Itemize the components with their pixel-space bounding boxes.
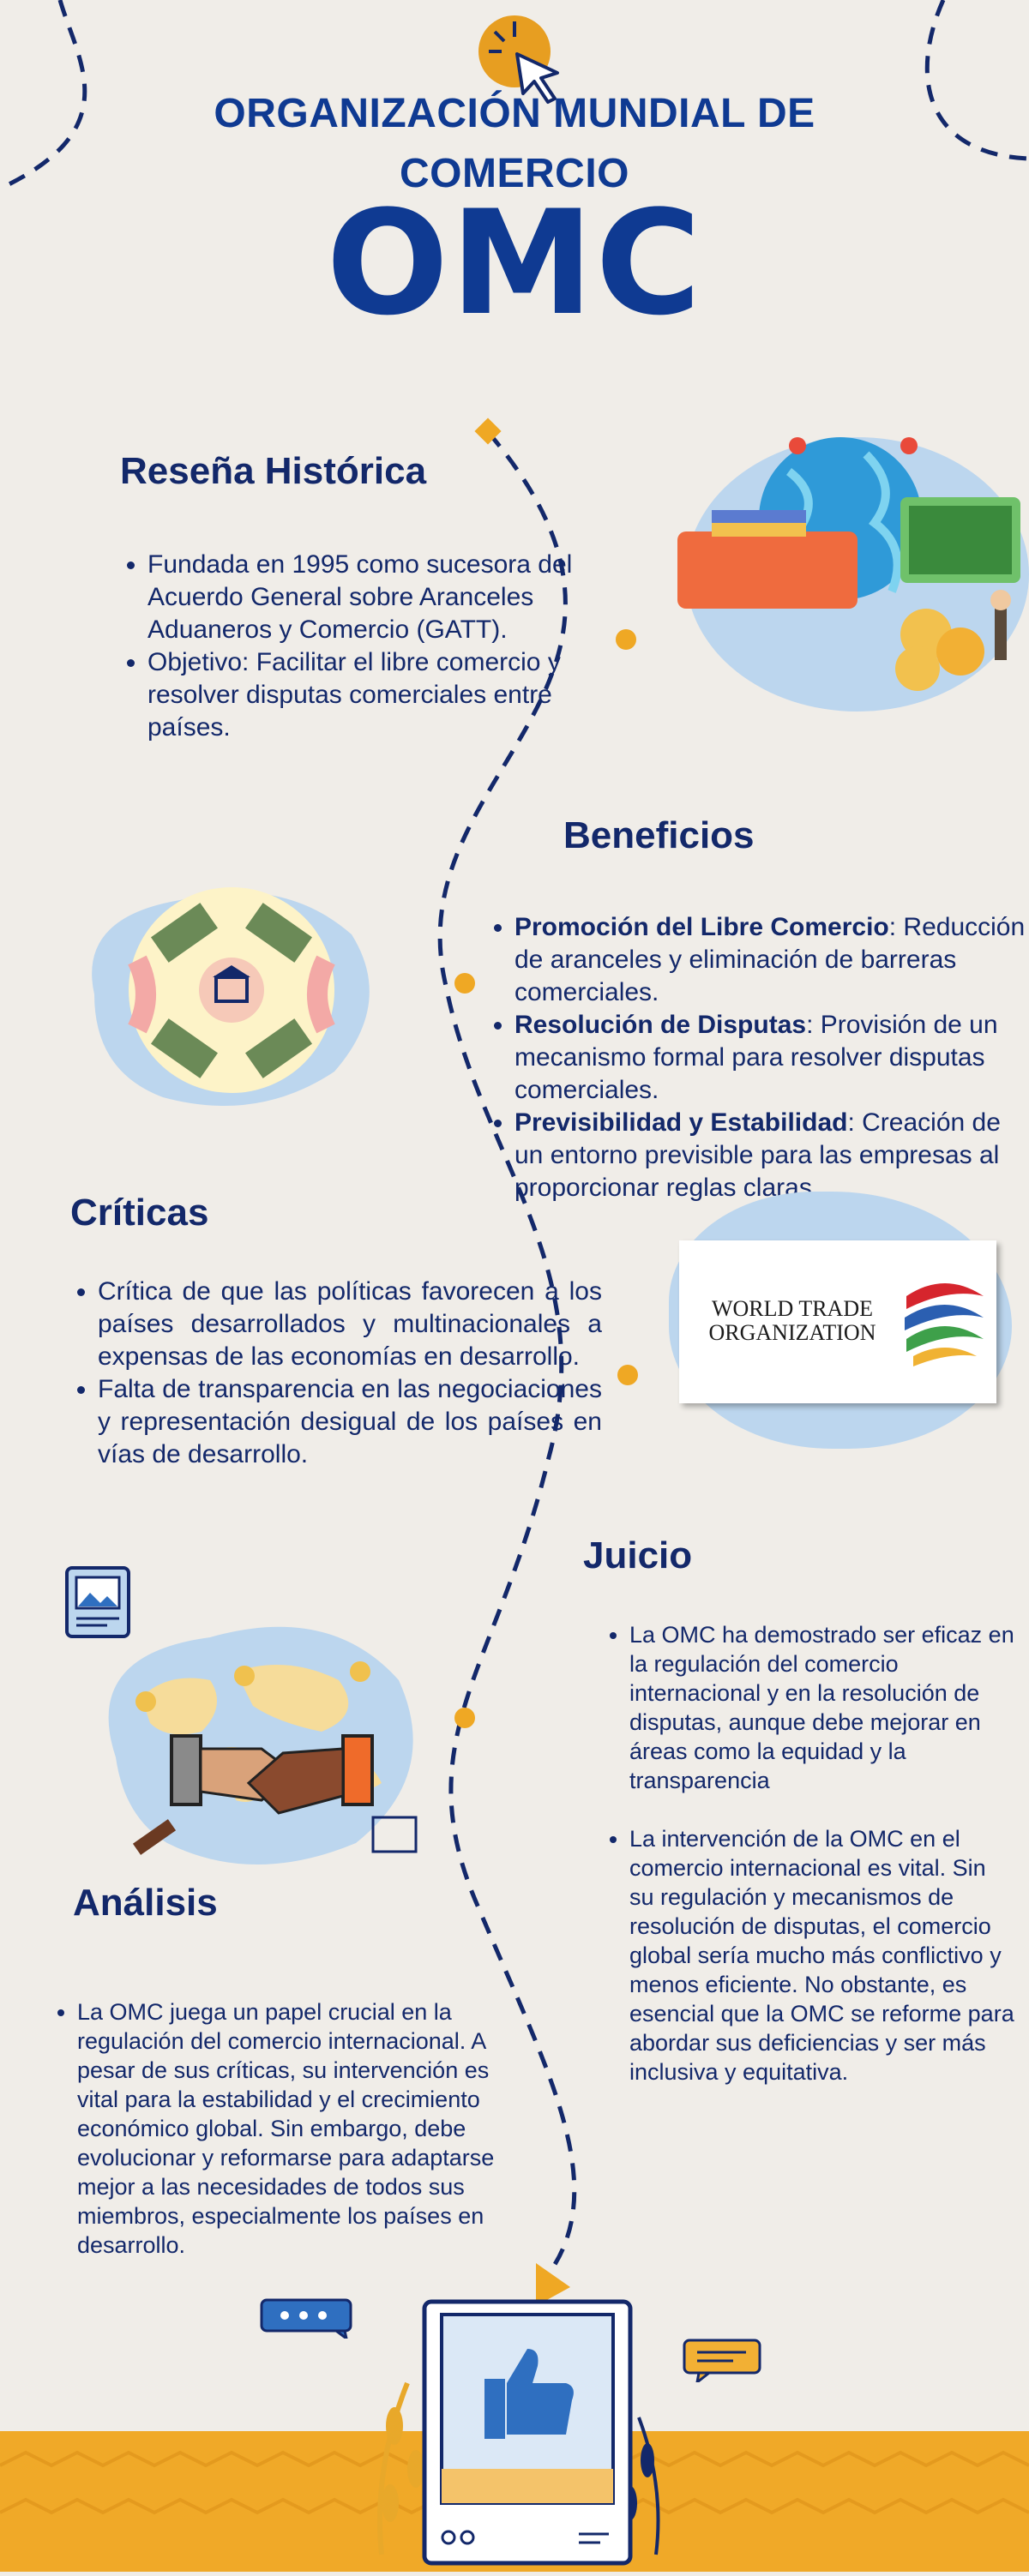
- section-heading-analisis: Análisis: [73, 1882, 218, 1924]
- resena-list: Fundada en 1995 como sucesora del Acuerd…: [120, 549, 593, 744]
- globe-trade-illustration: [660, 420, 1029, 729]
- section-heading-juicio: Juicio: [583, 1534, 693, 1576]
- photo-card-icon: [64, 1565, 131, 1641]
- beneficios-list: Promoción del Libre Comercio: Reducción …: [487, 911, 1029, 1204]
- timeline-dot: [454, 1708, 475, 1728]
- wto-logo-line1: WORLD TRADE: [711, 1296, 873, 1321]
- page-title: OMC: [326, 179, 703, 347]
- list-item: Resolución de Disputas: Provisión de un …: [514, 1009, 1029, 1107]
- chat-bubble-icon: [259, 2297, 353, 2342]
- juicio-list: La OMC ha demostrado ser eficaz en la re…: [602, 1620, 1015, 2087]
- top-left-dashed-curve: [0, 0, 87, 191]
- list-item: Objetivo: Facilitar el libre comercio y …: [147, 646, 593, 744]
- list-item: La intervención de la OMC en el comercio…: [629, 1824, 1015, 2087]
- list-item: La OMC juega un papel crucial en la regu…: [77, 1997, 523, 2260]
- list-item: Falta de transparencia en las negociacio…: [98, 1373, 602, 1471]
- list-item: Fundada en 1995 como sucesora del Acuerd…: [147, 549, 593, 646]
- chat-bubble-icon: [682, 2338, 763, 2386]
- list-item: Crítica de que las políticas favorecen a…: [98, 1276, 602, 1373]
- analisis-list: La OMC juega un papel crucial en la regu…: [50, 1997, 523, 2260]
- money-hands-illustration: [60, 866, 386, 1123]
- wto-logo-line2: ORGANIZATION: [708, 1320, 876, 1345]
- list-item-title: Previsibilidad y Estabilidad: [514, 1108, 848, 1137]
- handshake-map-illustration: [64, 1586, 450, 1886]
- top-right-dashed-curve: [924, 0, 1029, 161]
- section-heading-resena: Reseña Histórica: [120, 450, 427, 492]
- list-item: La OMC ha demostrado ser eficaz en la re…: [629, 1620, 1015, 1795]
- section-heading-criticas: Críticas: [70, 1192, 209, 1234]
- list-item: Previsibilidad y Estabilidad: Creación d…: [514, 1107, 1029, 1204]
- criticas-list: Crítica de que las políticas favorecen a…: [70, 1276, 602, 1471]
- wto-logo-mark: [905, 1283, 984, 1366]
- cursor-click-icon: [476, 13, 579, 107]
- wto-logo-text: WORLD TRADE ORGANIZATION: [698, 1297, 887, 1345]
- timeline-dot: [616, 629, 636, 650]
- timeline-dot: [617, 1365, 638, 1385]
- list-item-text: : Creación de un entorno previsible para…: [514, 1108, 1001, 1202]
- list-item-title: Promoción del Libre Comercio: [514, 913, 889, 941]
- list-item-title: Resolución de Disputas: [514, 1011, 807, 1039]
- section-heading-beneficios: Beneficios: [563, 814, 755, 856]
- wto-logo-card: WORLD TRADE ORGANIZATION: [679, 1240, 996, 1403]
- list-item-text: : Provisión de un mecanismo formal para …: [514, 1011, 998, 1104]
- timeline-start-diamond: [474, 417, 502, 445]
- timeline-dot: [454, 973, 475, 994]
- page-subtitle: ORGANIZACIÓN MUNDIAL DE COMERCIO: [214, 91, 815, 196]
- list-item: Promoción del Libre Comercio: Reducción …: [514, 911, 1029, 1009]
- list-item-text: : Reducción de aranceles y eliminación d…: [514, 913, 1026, 1006]
- timeline-end-arrow: [536, 2263, 570, 2306]
- phone-like-illustration: [347, 2297, 690, 2572]
